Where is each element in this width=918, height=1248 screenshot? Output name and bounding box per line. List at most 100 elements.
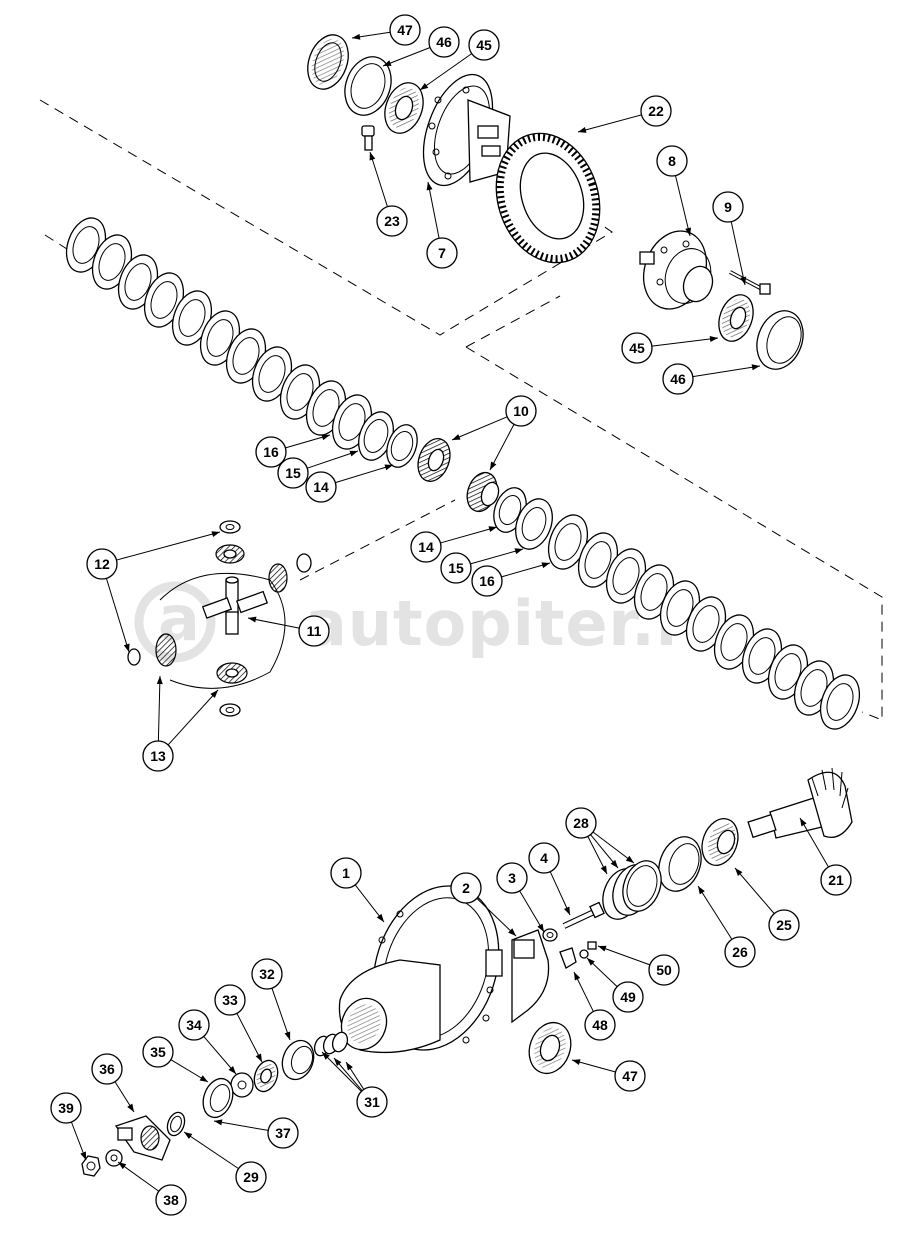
callout-label: 33 — [222, 992, 238, 1008]
callout-circle — [450, 872, 482, 904]
carrier-housing-1 — [338, 885, 503, 1054]
part-callout: 21 — [820, 864, 852, 896]
callout-circle — [648, 954, 680, 986]
part-callout: 8 — [656, 145, 688, 177]
leader-line — [692, 365, 761, 378]
o-rings-31 — [313, 1031, 349, 1057]
part-callout: 9 — [712, 191, 744, 223]
differential-case-7 — [422, 73, 511, 187]
leader-arrowhead — [610, 859, 618, 868]
callout-label: 28 — [573, 815, 589, 831]
leader-arrowhead — [127, 1103, 134, 1112]
leader-arrowhead — [574, 972, 581, 981]
leader-arrowhead — [587, 958, 595, 966]
bearing-cup-46-right — [756, 310, 804, 370]
leader-arrowhead — [490, 461, 497, 470]
part-callout: 15 — [277, 457, 309, 489]
leader-line — [501, 562, 551, 578]
leader-arrowhead — [211, 531, 220, 537]
part-callout: 34 — [178, 1009, 210, 1041]
part-callout: 36 — [91, 1053, 123, 1085]
callout-circle — [614, 1060, 646, 1092]
part-callout: 28 — [565, 807, 597, 839]
leader-arrowhead — [452, 434, 461, 440]
callout-label: 34 — [186, 1017, 202, 1033]
side-gear-10-upper — [417, 438, 451, 482]
callout-circle — [389, 14, 421, 46]
leader-arrowhead — [199, 1075, 208, 1082]
callout-circle — [50, 1092, 82, 1124]
leader-line — [183, 1131, 239, 1170]
callout-label: 10 — [513, 403, 529, 419]
part-callout: 11 — [298, 615, 330, 647]
callout-label: 39 — [58, 1100, 74, 1116]
callout-label: 8 — [668, 153, 676, 169]
part-callout: 45 — [621, 332, 653, 364]
callout-circle — [426, 237, 458, 269]
leader-line — [597, 945, 651, 966]
callout-label: 15 — [285, 465, 301, 481]
callout-circle — [565, 807, 597, 839]
leader-arrowhead — [740, 276, 747, 285]
callout-label: 45 — [629, 340, 645, 356]
leader-line — [427, 181, 440, 239]
leader-arrowhead — [563, 906, 570, 915]
leader-arrowhead — [214, 1119, 223, 1126]
callout-label: 13 — [150, 748, 166, 764]
leader-arrowhead — [255, 1053, 262, 1062]
leader-line — [335, 464, 394, 484]
leader-arrowhead — [376, 913, 384, 922]
part-callout: 23 — [376, 205, 408, 237]
leader-line — [117, 1161, 160, 1192]
leader-line — [167, 689, 219, 746]
part-callout: 38 — [155, 1184, 187, 1216]
callout-label: 23 — [384, 213, 400, 229]
callout-circle — [255, 436, 287, 468]
bearing-cup-26 — [658, 836, 702, 892]
leader-arrowhead — [800, 818, 807, 827]
part-callout: 26 — [724, 936, 756, 968]
callout-circle — [298, 615, 330, 647]
ring-gear-22 — [495, 132, 601, 264]
callout-circle — [656, 145, 688, 177]
callout-label: 9 — [724, 199, 732, 215]
part-callout: 49 — [612, 981, 644, 1013]
callout-circle — [142, 1036, 174, 1068]
callout-circle — [91, 1053, 123, 1085]
bolt-4 — [562, 901, 605, 929]
bearing-cup-46-top — [344, 56, 392, 116]
bearing-cone-45-right — [718, 294, 754, 342]
callout-circle — [505, 395, 537, 427]
leader-arrowhead — [600, 865, 607, 874]
leader-line — [440, 526, 498, 544]
bearing-cap-2 — [511, 929, 550, 1024]
leader-arrowhead — [184, 1132, 193, 1139]
leader-line — [247, 617, 300, 629]
leader-line — [236, 1013, 263, 1063]
callout-circle — [584, 1009, 616, 1041]
leader-arrowhead — [537, 923, 544, 932]
ring-29 — [166, 1111, 186, 1137]
callout-circle — [712, 191, 744, 223]
callout-label: 15 — [448, 560, 464, 576]
callout-label: 49 — [620, 989, 636, 1005]
leader-line — [116, 531, 221, 561]
cross-shaft-11 — [201, 576, 269, 635]
callout-label: 25 — [776, 917, 792, 933]
callout-circle — [612, 981, 644, 1013]
callout-label: 47 — [622, 1068, 638, 1084]
part-callout: 35 — [142, 1036, 174, 1068]
part-callout: 29 — [235, 1161, 267, 1193]
part-callout: 31 — [356, 1086, 388, 1118]
callout-circle — [724, 936, 756, 968]
callout-label: 37 — [275, 1125, 291, 1141]
callout-circle — [305, 471, 337, 503]
callout-label: 36 — [99, 1061, 115, 1077]
leader-arrowhead — [210, 690, 218, 698]
part-callout: 47 — [389, 14, 421, 46]
callout-label: 47 — [397, 22, 413, 38]
leader-arrowhead — [541, 562, 550, 569]
